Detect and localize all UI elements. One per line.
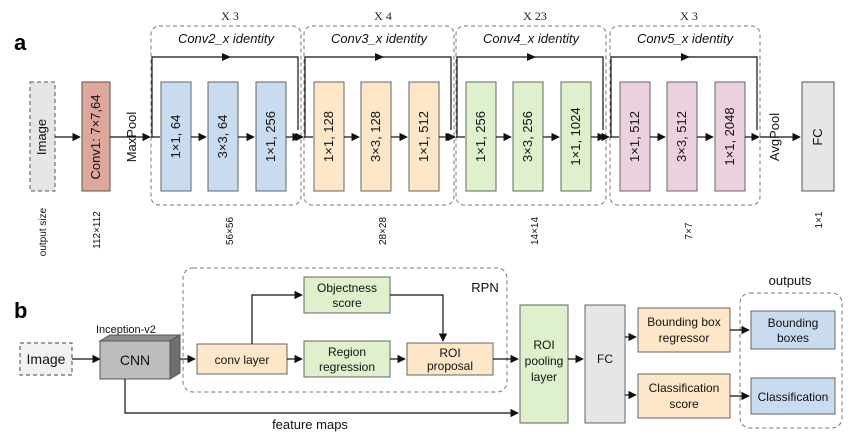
conv1-size: 112×112 (92, 211, 103, 249)
group-3-block-2-label: 3×3, 128 (368, 111, 383, 162)
group-4-outline (455, 25, 607, 206)
image-input-label-b: Image (27, 351, 66, 367)
region-regression-box (303, 340, 391, 378)
group-4-output-size: 14×14 (530, 217, 541, 246)
output-size-label: output size (38, 207, 49, 256)
bbox-regressor-box (637, 307, 731, 353)
group-2-block-1 (160, 81, 192, 192)
cnn-block (98, 334, 182, 380)
objectness-line1: Objectness (317, 281, 377, 295)
group-5-output-size: 7×7 (684, 222, 695, 239)
objectness-box (303, 276, 391, 314)
conv1-box (81, 81, 111, 192)
avgpool-label: AvgPool (767, 113, 782, 161)
image-input-label: Image (34, 119, 49, 155)
classification-output-label: Classification (758, 390, 829, 404)
residual-groups: X 3 Conv2_x identity 1×1, 64 3×3, 64 1×1, 25… (150, 9, 762, 246)
group-3-skip-arrowhead (375, 53, 384, 61)
group-5-block-1 (619, 81, 651, 192)
roi-proposal-line2: proposal (427, 359, 473, 373)
group-2-block-3-label: 1×1, 256 (263, 111, 278, 162)
group-4-block-2-label: 3×3, 256 (520, 111, 535, 162)
group-2-output-size: 56×56 (225, 217, 236, 246)
group-4-skip-arrowhead (527, 53, 536, 61)
arrow-feature-maps (124, 379, 519, 418)
group-5-block-2 (666, 81, 698, 192)
group-4-block-2 (512, 81, 544, 192)
fc-box-b (584, 304, 626, 424)
group-3-outline (303, 25, 455, 206)
group-2-skip-arrowhead (222, 53, 231, 61)
conv-layer-box (196, 343, 288, 375)
group-5-multiplier: X 3 (680, 9, 698, 23)
roi-pooling-line2: pooling (525, 354, 564, 368)
group-3-block-3 (408, 81, 440, 192)
maxpool-label: MaxPool (124, 112, 139, 163)
classification-score-box (637, 373, 731, 419)
backbone-label: Inception-v2 (96, 324, 156, 336)
classification-score-line2: score (669, 397, 699, 411)
group-3-output-size: 28×28 (378, 217, 389, 246)
classification-output (750, 377, 836, 415)
bounding-boxes-line1: Bounding (768, 316, 819, 330)
group-2-block-1-label: 1×1, 64 (168, 115, 183, 159)
group-4-title: Conv4_x identity (483, 31, 581, 46)
image-input-box (29, 81, 56, 192)
group-5-title: Conv5_x identity (637, 31, 735, 46)
group-5-block-2-label: 3×3, 512 (674, 111, 689, 162)
fc-label-b: FC (597, 352, 613, 366)
group-3-block-1-label: 1×1, 128 (321, 111, 336, 162)
group-2-block-2-label: 3×3, 64 (215, 115, 230, 159)
fc-size-a: 1×1 (814, 211, 825, 228)
panel-b-label: b (14, 298, 27, 323)
image-input-box-b (19, 342, 73, 376)
roi-pooling-line1: ROI (533, 338, 554, 352)
group-3-title: Conv3_x identity (331, 31, 429, 46)
group-5-block-1-label: 1×1, 512 (627, 111, 642, 162)
outputs-title: outputs (769, 273, 812, 288)
bounding-boxes-output (750, 310, 836, 350)
group-2-outline (150, 25, 302, 206)
group-2-block-3 (255, 81, 287, 192)
group-4-block-3-label: 1×1, 1024 (568, 107, 583, 165)
region-regression-line1: Region (328, 345, 366, 359)
group-3-block-3-label: 1×1, 512 (416, 111, 431, 162)
fc-label-a: FC (810, 128, 825, 145)
arrow-conv-to-objectness (251, 290, 303, 344)
region-regression-line2: regression (319, 360, 375, 374)
group-3-block-2 (360, 81, 392, 192)
arrow-objectness-to-roi-proposal (390, 294, 448, 342)
group-3-block-1 (313, 81, 345, 192)
group-4-multiplier: X 23 (523, 9, 547, 23)
objectness-line2: score (332, 296, 362, 310)
roi-pooling-box (519, 304, 569, 424)
group-5-skip-arrowhead (681, 53, 690, 61)
roi-pooling-line3: layer (531, 370, 557, 384)
conv1-label: Conv1: 7×7,64 (88, 95, 103, 180)
group-2-multiplier: X 3 (221, 9, 239, 23)
feature-maps-label: feature maps (272, 417, 348, 432)
bbox-regressor-line1: Bounding box (647, 315, 720, 329)
fc-box-a (801, 81, 835, 192)
group-2-block-2 (207, 81, 239, 192)
bbox-regressor-line2: regressor (659, 331, 710, 345)
classification-score-line1: Classification (649, 381, 720, 395)
panel-a-label: a (14, 30, 27, 55)
group-4-block-1-label: 1×1, 256 (473, 111, 488, 162)
group-3-multiplier: X 4 (374, 9, 392, 23)
group-5-outline (609, 25, 761, 206)
bounding-boxes-line2: boxes (777, 331, 809, 345)
conv-layer-label: conv layer (215, 353, 270, 367)
group-2-title: Conv2_x identity (178, 31, 276, 46)
outputs-region (739, 292, 843, 429)
group-5-block-3 (714, 81, 746, 192)
rpn-label: RPN (471, 280, 498, 295)
roi-proposal-line1: ROI (439, 346, 460, 360)
roi-proposal-box (406, 342, 494, 376)
group-5-block-3-label: 1×1, 2048 (722, 107, 737, 165)
rpn-region (182, 267, 508, 393)
cnn-label: CNN (120, 352, 150, 368)
